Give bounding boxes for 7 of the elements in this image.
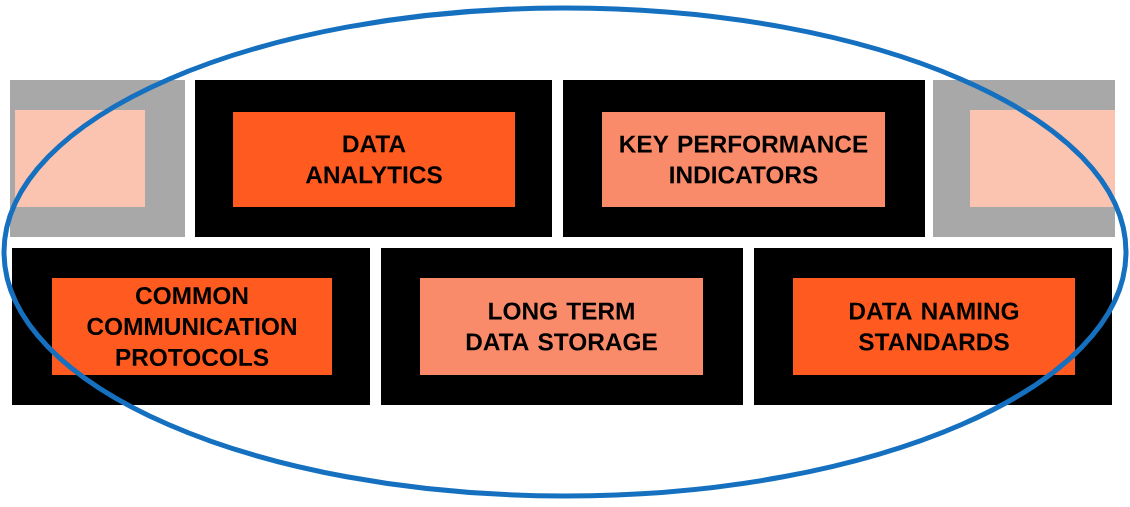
label-box: KEY PERFORMANCE INDICATORS bbox=[602, 112, 885, 207]
label-box: DATA NAMING STANDARDS bbox=[793, 278, 1075, 375]
blank-box bbox=[15, 110, 145, 207]
label-box: COMMON COMMUNICATION PROTOCOLS bbox=[52, 278, 332, 375]
label-box: LONG TERM DATA STORAGE bbox=[420, 278, 703, 375]
blank-box bbox=[970, 110, 1115, 207]
label-box: DATA ANALYTICS bbox=[233, 112, 515, 207]
